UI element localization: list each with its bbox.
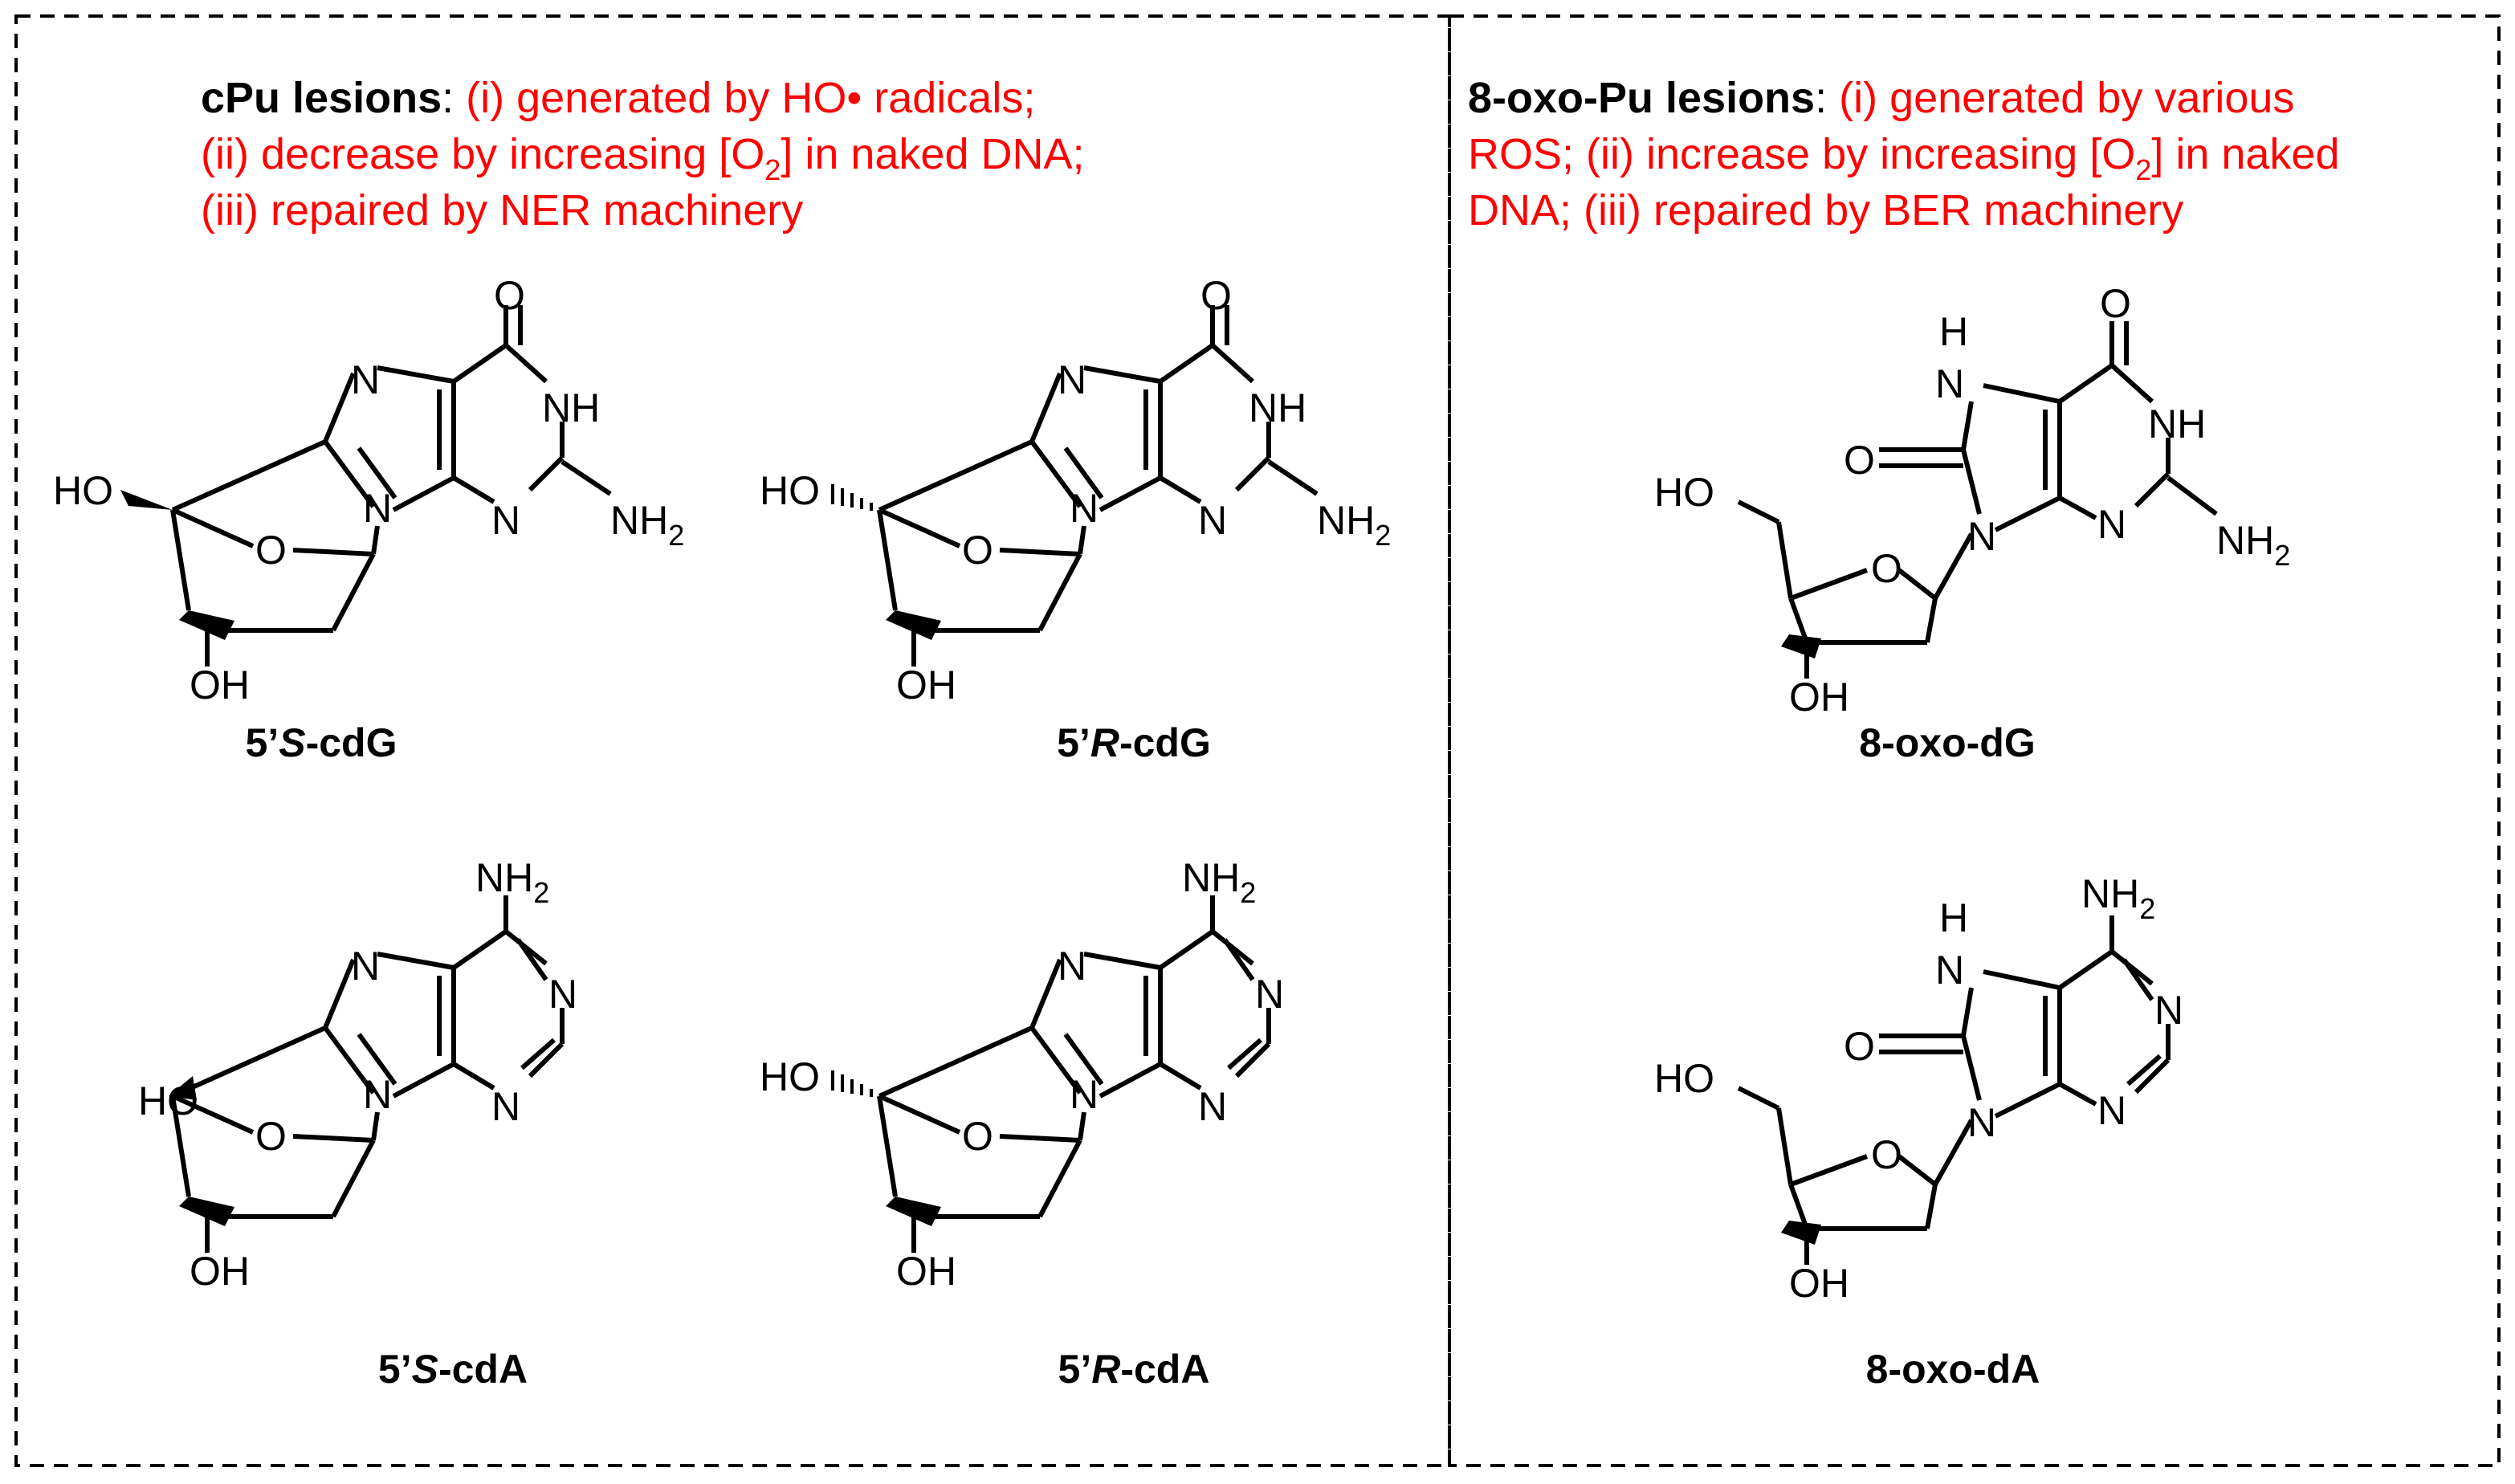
- structure-8-oxo-da: [1654, 871, 2183, 1306]
- atom-ho5: HO: [760, 468, 820, 513]
- compound-name-5r-cda: 5’R-cdA: [1058, 1347, 1210, 1392]
- compound-name-5r-cdg: 5’R-cdG: [1057, 720, 1211, 765]
- svg-text:DNA; (iii) repaired by BER mac: DNA; (iii) repaired by BER machinery: [1468, 186, 2183, 234]
- svg-text:(ii) decrease by increasing [O: (ii) decrease by increasing [O2] in nake…: [201, 130, 1085, 186]
- structure-5r-cda: HO: [760, 855, 1284, 1294]
- structure-8-oxo-dg: [1654, 281, 2290, 720]
- hash-bond: [831, 484, 873, 511]
- structure-5r-cdg: HO: [760, 273, 1391, 707]
- compound-name-5s-cda: 5’S-cdA: [378, 1347, 528, 1392]
- oxo-description: 8-oxo-Pu lesions: (i) generated by vario…: [1468, 74, 2339, 234]
- wedge-bond: [169, 1076, 197, 1100]
- cpu-description: cPu lesions: (i) generated by HO• radica…: [201, 74, 1085, 234]
- structure-5s-cda: HO: [138, 855, 577, 1294]
- svg-text:(iii) repaired by NER machiner: (iii) repaired by NER machinery: [201, 186, 803, 234]
- svg-text:cPu lesions: (i) generated by: cPu lesions: (i) generated by HO• radica…: [201, 74, 1035, 122]
- atom-ho5: HO: [53, 468, 113, 513]
- structure-5s-cdg: HO: [53, 273, 684, 707]
- compound-name-8-oxo-da: 8-oxo-dA: [1866, 1347, 2040, 1392]
- svg-text:8-oxo-Pu lesions: (i) generate: 8-oxo-Pu lesions: (i) generated by vario…: [1468, 74, 2294, 122]
- svg-text:ROS; (ii) increase by increasi: ROS; (ii) increase by increasing [O2] in…: [1468, 130, 2339, 186]
- compound-name-8-oxo-dg: 8-oxo-dG: [1859, 720, 2035, 765]
- wedge-bond: [120, 490, 173, 510]
- atom-ho5: HO: [760, 1054, 820, 1099]
- oxo-panel-border: [1448, 14, 2501, 1467]
- hash-bond: [831, 1070, 873, 1097]
- compound-name-5s-cdg: 5’S-cdG: [246, 720, 397, 765]
